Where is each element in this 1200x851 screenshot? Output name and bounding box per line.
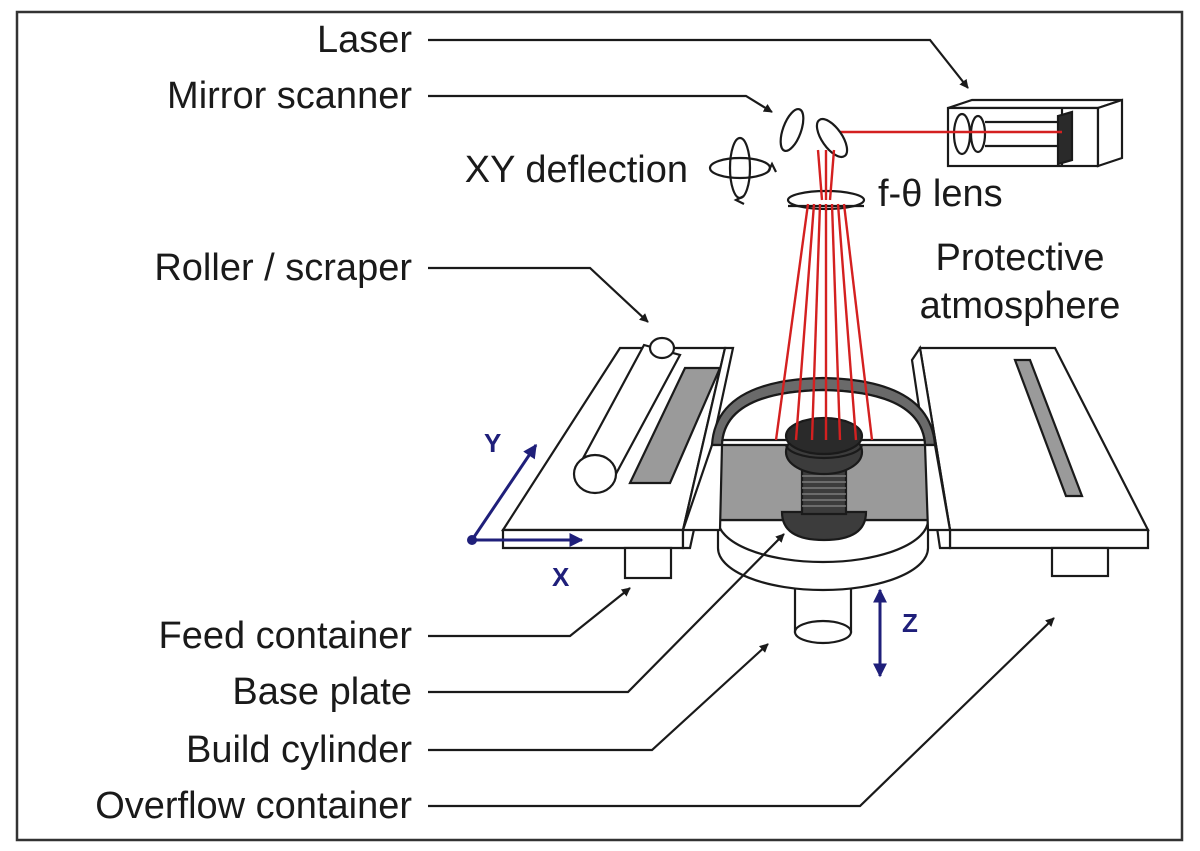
left-platform (500, 346, 735, 580)
label-overflow-container: Overflow container (95, 785, 412, 827)
figure-frame (15, 10, 1184, 842)
label-f-theta-lens: f-θ lens (878, 173, 1003, 215)
label-atmosphere: atmosphere (920, 285, 1121, 327)
overflow-container (1050, 546, 1110, 578)
powder-feed-area (628, 366, 722, 485)
label-roller-scraper: Roller / scraper (154, 247, 412, 289)
right-platform (910, 345, 1150, 578)
laser-unit (946, 98, 1124, 168)
label-protective: Protective (936, 237, 1105, 279)
label-laser: Laser (317, 19, 412, 61)
rotation-icon (708, 136, 777, 205)
leader-lines (428, 38, 1055, 808)
overflow-slot (1013, 358, 1084, 498)
axis-label-z: Z (902, 608, 918, 638)
roller (572, 336, 682, 495)
axis-label-x: X (552, 562, 570, 592)
feed-container (623, 546, 673, 580)
mirror-1 (779, 107, 805, 153)
label-build-cylinder: Build cylinder (186, 729, 412, 771)
label-xy-deflection: XY deflection (465, 149, 688, 191)
xy-axes (467, 443, 584, 547)
mirror-2 (815, 117, 849, 159)
label-base-plate: Base plate (232, 671, 412, 713)
axis-label-y: Y (484, 428, 501, 458)
label-mirror-scanner: Mirror scanner (167, 75, 412, 117)
build-cylinder (681, 376, 952, 645)
label-feed-container: Feed container (159, 615, 413, 657)
laser-beam-fan (774, 149, 874, 441)
base-plate (780, 510, 868, 542)
